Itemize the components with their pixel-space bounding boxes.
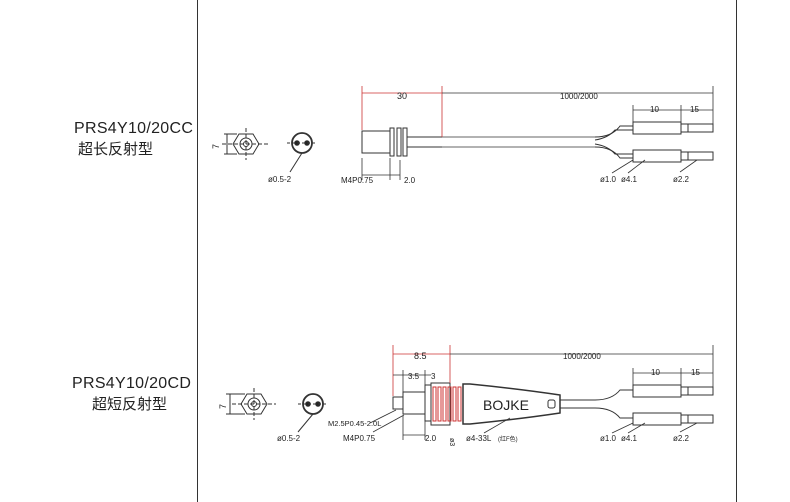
dim-thread-small-2: M2.5P0.45-2.0L: [328, 419, 381, 428]
dim-boot-2: ø4-33L: [466, 434, 492, 443]
dim-seg2-1: 15: [690, 105, 699, 114]
dim-core-1: ø1.0: [600, 175, 617, 184]
brand-label: BOJKE: [483, 397, 529, 413]
dim-lens-2: ø0.5-2: [277, 434, 301, 443]
dim-width-1: 7: [211, 144, 221, 149]
model-label-2: PRS4Y10/20CD: [72, 375, 192, 392]
right-divider: [736, 0, 737, 502]
dim-cable-2: 1000/2000: [563, 352, 601, 361]
dim-boot-len-2: ø3: [448, 438, 455, 446]
dim-step1-2: 3.5: [408, 372, 420, 381]
dim-jacket-2: ø4.1: [621, 434, 638, 443]
dim-length-2: 8.5: [414, 351, 427, 361]
dim-width-2: 7: [218, 404, 228, 409]
dimension-lines-1: [361, 86, 714, 180]
dim-cable-1: 1000/2000: [560, 92, 598, 101]
sensor2-drawing: 7 ø0.5-2: [218, 345, 714, 446]
dim-length-1: 30: [397, 91, 407, 101]
dim-step2-2: 3: [431, 372, 436, 381]
model-label-1: PRS4Y10/20CC: [74, 120, 194, 137]
dimension-lines-2: [369, 345, 714, 440]
lens-view-1: [287, 132, 317, 173]
hex-nut-view-2: [226, 388, 276, 420]
dim-core-2: ø1.0: [600, 434, 617, 443]
left-divider: [197, 0, 198, 502]
dim-boot-note-2: (红F色): [498, 435, 518, 443]
dim-thread-len-1: 2.0: [404, 176, 416, 185]
lens-view-2: [297, 393, 328, 433]
sensor-body-1: [361, 121, 714, 163]
dim-lens-1: ø0.5-2: [268, 175, 292, 184]
dim-tip-2: ø2.2: [673, 434, 690, 443]
dim-jacket-1: ø4.1: [621, 175, 638, 184]
type-label-1: 超长反射型: [78, 140, 154, 158]
dim-seg1-1: 10: [650, 105, 659, 114]
dim-thread-2: M4P0.75: [343, 434, 376, 443]
dim-tip-1: ø2.2: [673, 175, 690, 184]
dim-seg1-2: 10: [651, 368, 660, 377]
type-label-2: 超短反射型: [92, 395, 168, 413]
sensor1-drawing: 7 ø0.5-2: [211, 86, 714, 185]
hex-nut-view-1: [222, 128, 270, 160]
dim-thread-len-2: 2.0: [425, 434, 437, 443]
dim-seg2-2: 15: [691, 368, 700, 377]
sensor-body-2: [392, 382, 714, 426]
dim-thread-1: M4P0.75: [341, 176, 374, 185]
